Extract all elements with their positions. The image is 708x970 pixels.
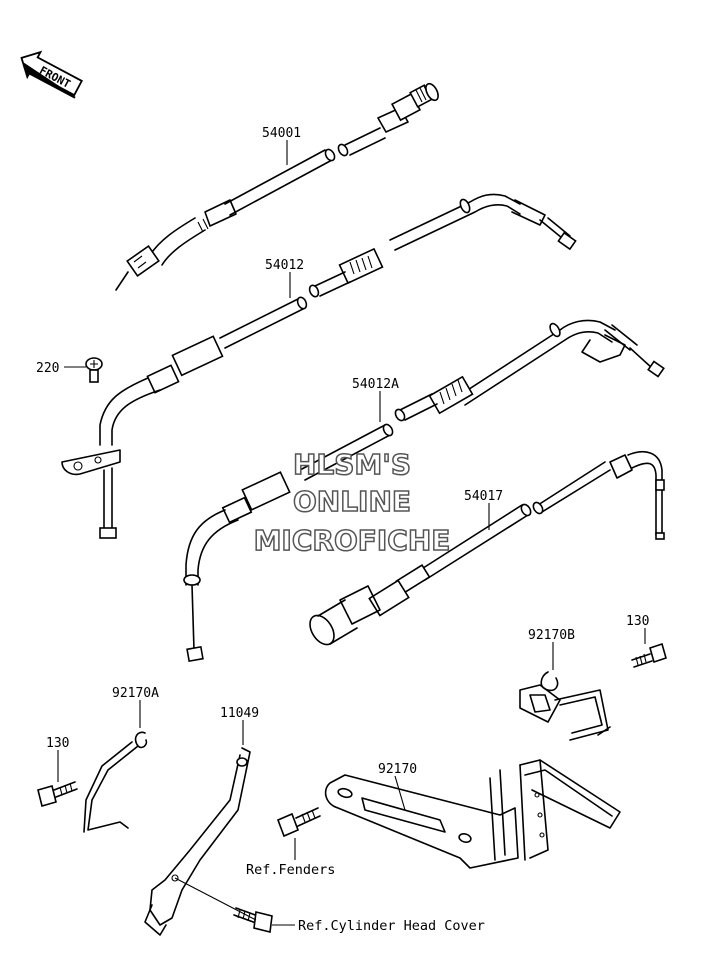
watermark: HLSM'S ONLINE MICROFICHE: [253, 447, 451, 558]
bolt-130-right: [631, 642, 667, 668]
bracket-220: [61, 449, 121, 539]
watermark-line1: HLSM'S: [293, 448, 411, 481]
bolt-cylinder-head: [233, 907, 273, 933]
label-92170: 92170: [378, 762, 417, 777]
ref-fenders: Ref.Fenders: [246, 862, 335, 878]
watermark-line2: ONLINE: [293, 485, 411, 518]
label-220: 220: [36, 361, 59, 376]
label-54017: 54017: [464, 489, 503, 504]
cable-54001: [115, 82, 439, 291]
label-54001: 54001: [262, 126, 301, 141]
cable-54012: [99, 193, 577, 446]
bolt-fenders: [276, 807, 321, 838]
label-130-left: 130: [46, 736, 69, 751]
label-54012: 54012: [265, 258, 304, 273]
label-54012a: 54012A: [352, 377, 399, 392]
bolt-130-left: [37, 781, 78, 807]
bracket-92170a: [83, 731, 148, 833]
bracket-11049: [144, 747, 251, 936]
bracket-92170b: [519, 671, 611, 741]
label-11049: 11049: [220, 706, 259, 721]
label-130-right: 130: [626, 614, 649, 629]
bracket-92170: [324, 759, 621, 869]
label-92170b: 92170B: [528, 628, 575, 643]
cable-54017: [309, 451, 665, 646]
watermark-line3: MICROFICHE: [254, 524, 451, 557]
front-arrow-icon: FRONT: [20, 50, 83, 99]
bolt-220: [85, 357, 103, 383]
ref-cylinder-head-cover: Ref.Cylinder Head Cover: [298, 918, 485, 934]
label-92170a: 92170A: [112, 686, 159, 701]
cable-54012a: [183, 319, 665, 663]
